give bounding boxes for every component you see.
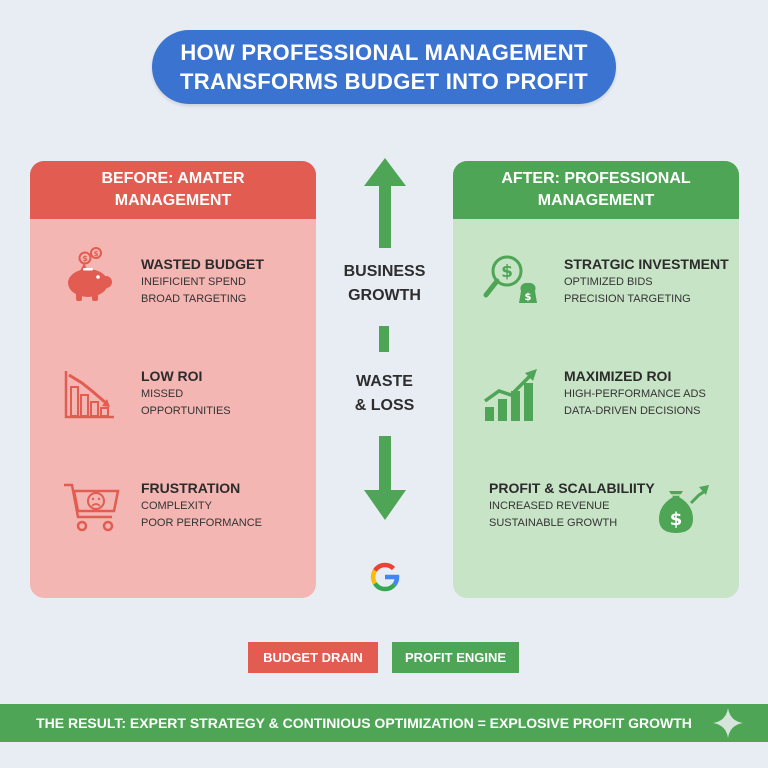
item-detail: PRECISION TARGETING (564, 293, 691, 305)
after-item-text: MAXIMIZED ROI HIGH-PERFORMANCE ADS DATA-… (564, 367, 736, 420)
item-title: LOW ROI (141, 368, 203, 384)
title-line-2: TRANSFORMS BUDGET INTO PROFIT (180, 69, 588, 94)
item-detail: COMPLEXITY (141, 500, 212, 512)
result-banner: THE RESULT: EXPERT STRATEGY & CONTINIOUS… (0, 704, 768, 742)
item-detail: BROAD TARGETING (141, 293, 247, 305)
before-item-text: WASTED BUDGET INEIFICIENT SPEND BROAD TA… (141, 255, 311, 308)
svg-text:$: $ (501, 262, 513, 282)
declining-chart-icon (64, 371, 114, 419)
after-item-text: PROFIT & SCALABILIITY INCREASED REVENUE … (489, 479, 659, 532)
item-detail: HIGH-PERFORMANCE ADS (564, 388, 706, 400)
item-detail: MISSED (141, 388, 184, 400)
before-item-text: FRUSTRATION COMPLEXITY POOR PERFORMANCE (141, 479, 311, 532)
svg-text:$: $ (82, 254, 88, 263)
money-bag-icon: $ (659, 485, 709, 533)
sad-cart-icon (64, 483, 120, 532)
item-title: MAXIMIZED ROI (564, 368, 672, 384)
after-header-line-1: AFTER: PROFESSIONAL (501, 170, 691, 187)
item-detail: DATA-DRIVEN DECISIONS (564, 405, 701, 417)
after-item-text: STRATGIC INVESTMENT OPTIMIZED BIDS PRECI… (564, 255, 736, 308)
piggy-bank-icon: $ $ (68, 247, 112, 301)
magnifier-dollar-icon: $ $ (483, 255, 537, 303)
result-text: THE RESULT: EXPERT STRATEGY & CONTINIOUS… (36, 715, 692, 731)
title-banner: HOW PROFESSIONAL MANAGEMENT TRANSFORMS B… (152, 30, 616, 104)
item-title: PROFIT & SCALABILIITY (489, 480, 655, 496)
item-title: WASTED BUDGET (141, 256, 264, 272)
sparkle-icon (713, 708, 743, 738)
before-item-text: LOW ROI MISSED OPPORTUNITIES (141, 367, 311, 420)
arrow-down-icon (364, 436, 406, 520)
title-line-1: HOW PROFESSIONAL MANAGEMENT (180, 40, 588, 65)
item-detail: OPPORTUNITIES (141, 405, 231, 417)
item-detail: INEIFICIENT SPEND (141, 276, 246, 288)
waste-loss-label: WASTE & LOSS (316, 370, 453, 418)
item-detail: POOR PERFORMANCE (141, 517, 263, 529)
before-panel: BEFORE: AMATER MANAGEMENT $ $ WASTED BUD… (30, 161, 316, 598)
growth-chart-icon (483, 369, 537, 421)
legend-budget-drain: BUDGET DRAIN (248, 642, 378, 673)
after-panel: AFTER: PROFESSIONAL MANAGEMENT $ $ STRAT… (453, 161, 739, 598)
svg-text:$: $ (94, 250, 99, 258)
item-detail: SUSTAINABLE GROWTH (489, 517, 618, 529)
center-down-line-1: WASTE (356, 373, 413, 390)
svg-text:$: $ (670, 509, 683, 530)
before-panel-header: BEFORE: AMATER MANAGEMENT (30, 161, 316, 219)
arrow-up-icon (364, 158, 406, 248)
center-up-line-2: GROWTH (348, 287, 421, 304)
before-header-line-2: MANAGEMENT (114, 192, 232, 209)
legend-profit-engine: PROFIT ENGINE (392, 642, 519, 673)
center-divider (379, 326, 389, 352)
item-title: FRUSTRATION (141, 480, 241, 496)
center-down-line-2: & LOSS (354, 397, 415, 414)
item-detail: OPTIMIZED BIDS (564, 276, 653, 288)
item-title: STRATGIC INVESTMENT (564, 256, 729, 272)
before-header-line-1: BEFORE: AMATER (101, 170, 245, 187)
center-column: BUSINESS GROWTH WASTE & LOSS (316, 150, 453, 600)
svg-text:$: $ (525, 292, 532, 303)
business-growth-label: BUSINESS GROWTH (316, 260, 453, 308)
after-header-line-2: MANAGEMENT (537, 192, 655, 209)
item-detail: INCREASED REVENUE (489, 500, 610, 512)
after-panel-header: AFTER: PROFESSIONAL MANAGEMENT (453, 161, 739, 219)
google-g-icon (370, 562, 400, 592)
center-up-line-1: BUSINESS (343, 263, 426, 280)
